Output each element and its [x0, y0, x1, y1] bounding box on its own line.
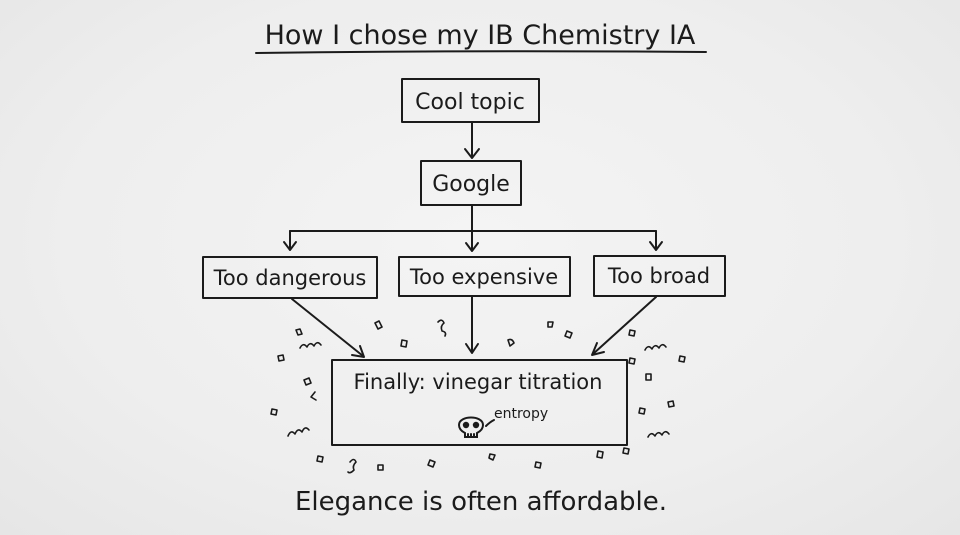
node-too-expensive: Too expensive	[398, 256, 571, 297]
branch-connector	[283, 204, 663, 252]
title: How I chose my IB Chemistry IA	[265, 20, 696, 51]
node-google: Google	[420, 160, 522, 206]
arrow-cool-to-google	[464, 121, 480, 159]
node-finally: Finally: vinegar titration entropy	[331, 359, 628, 446]
entropy-note: entropy	[494, 406, 548, 422]
node-too-expensive-label: Too expensive	[409, 265, 558, 289]
node-google-label: Google	[432, 172, 510, 197]
confetti	[270, 319, 686, 474]
footer-caption: Elegance is often affordable.	[295, 487, 667, 517]
arrow-expensive-to-final	[465, 295, 479, 354]
skull-icon	[457, 416, 485, 438]
entropy-pointer	[485, 419, 495, 427]
node-finally-label: Finally: vinegar titration	[354, 370, 603, 394]
node-too-dangerous-label: Too dangerous	[213, 266, 367, 290]
node-too-broad: Too broad	[593, 255, 726, 297]
node-too-dangerous: Too dangerous	[202, 256, 378, 299]
title-underline	[255, 50, 707, 54]
node-cool-topic: Cool topic	[401, 78, 540, 123]
arrow-broad-to-final	[591, 296, 657, 356]
node-too-broad-label: Too broad	[607, 264, 710, 288]
arrow-dangerous-to-final	[291, 298, 365, 358]
node-cool-topic-label: Cool topic	[415, 90, 525, 115]
